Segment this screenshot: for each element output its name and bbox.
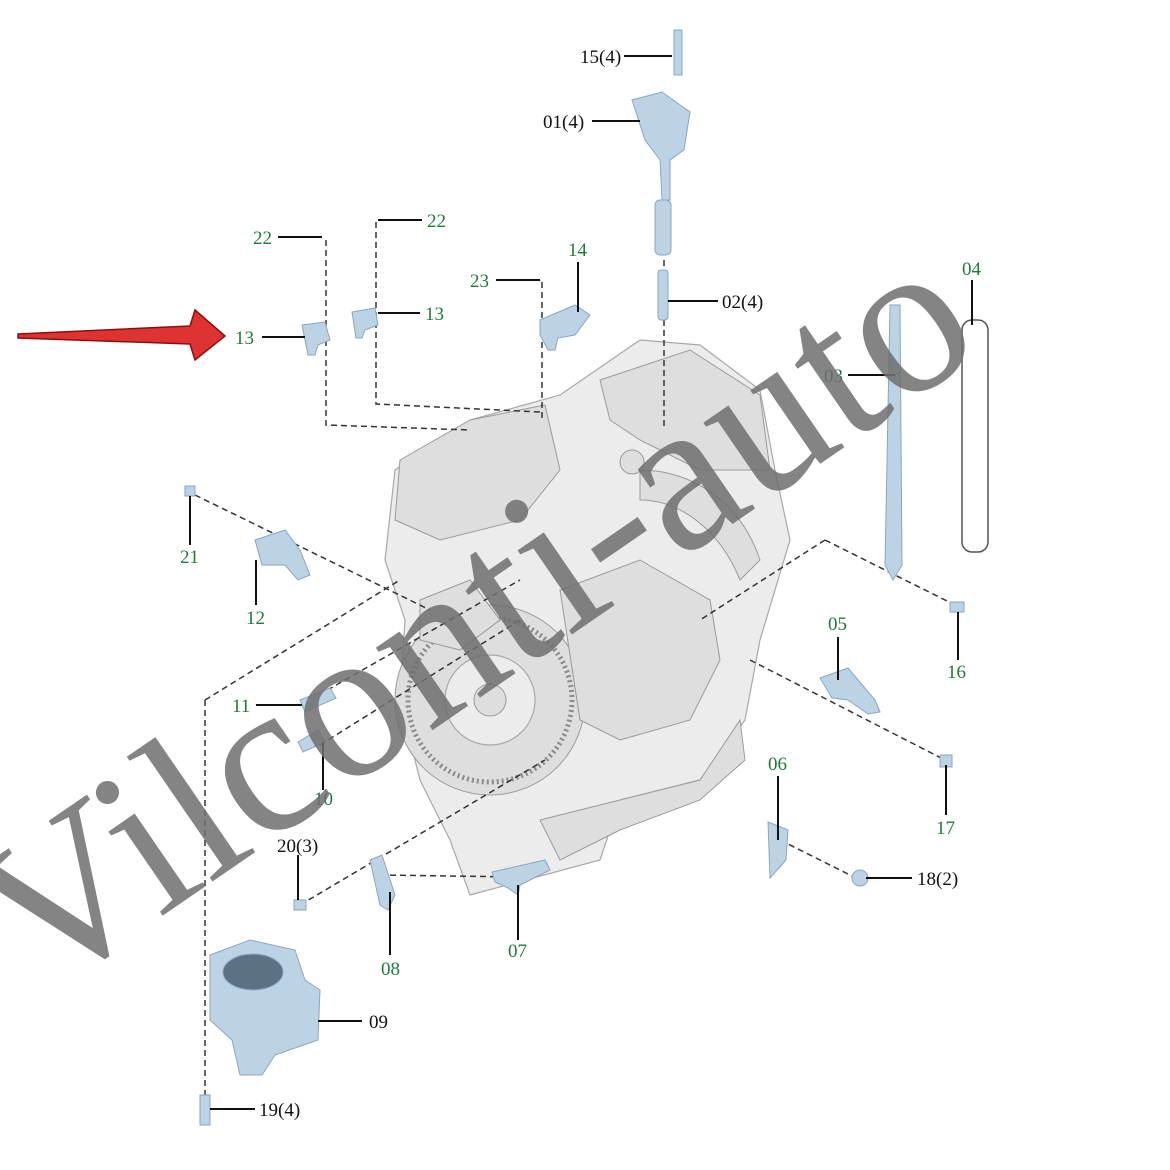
label-17: 17 [936,818,955,839]
label-08: 08 [381,959,400,980]
red-arrow-indicator [17,308,227,362]
assembly-dash-lines [194,222,956,1120]
label-04: 04 [962,259,982,280]
sensor-14 [539,304,591,351]
label-22b: 22 [427,211,446,232]
engine-assembly [384,339,791,896]
label-07: 07 [508,941,527,962]
nut-18 [851,869,869,887]
label-23: 23 [470,271,489,292]
sensor-13a [301,321,331,356]
bolt-20 [293,899,307,911]
oil-dipstick-03 [884,304,903,582]
label-05: 05 [828,614,847,635]
label-13a: 13 [235,328,254,349]
tube-04 [961,319,989,553]
label-02: 02(4) [722,292,763,313]
parts [184,29,989,1126]
label-10: 10 [314,789,333,810]
bolt-19 [199,1094,211,1126]
watermark: Vilconti-auto [0,190,1014,1040]
bracket-06 [767,821,789,880]
label-11: 11 [232,696,250,717]
ignition-coil-01 [631,91,691,201]
label-18: 18(2) [917,869,958,890]
sensor-11 [299,687,337,713]
label-01: 01(4) [543,112,584,133]
spark-plug-02 [657,269,669,321]
label-09: 09 [369,1012,388,1033]
sensor-10 [297,729,326,753]
part-labels: 15(4) 01(4) 22 22 23 14 02(4) 04 13 13 0… [180,47,982,1121]
bolt-15 [673,29,683,76]
label-22a: 22 [253,228,272,249]
bolt-21 [184,485,196,497]
label-20: 20(3) [277,836,318,857]
bolt-16 [949,601,965,613]
label-16: 16 [947,662,966,683]
label-15: 15(4) [580,47,621,68]
label-19: 19(4) [259,1100,300,1121]
valve-05 [819,667,881,715]
solenoid-12 [254,529,311,581]
sensor-08 [369,854,396,911]
label-03: 03 [824,366,843,387]
label-12: 12 [246,608,265,629]
label-06: 06 [768,754,787,775]
label-21: 21 [180,547,199,568]
label-14: 14 [568,240,588,261]
label-leader-lines [189,55,973,1110]
label-13b: 13 [425,304,444,325]
sensor-13b [351,307,379,339]
